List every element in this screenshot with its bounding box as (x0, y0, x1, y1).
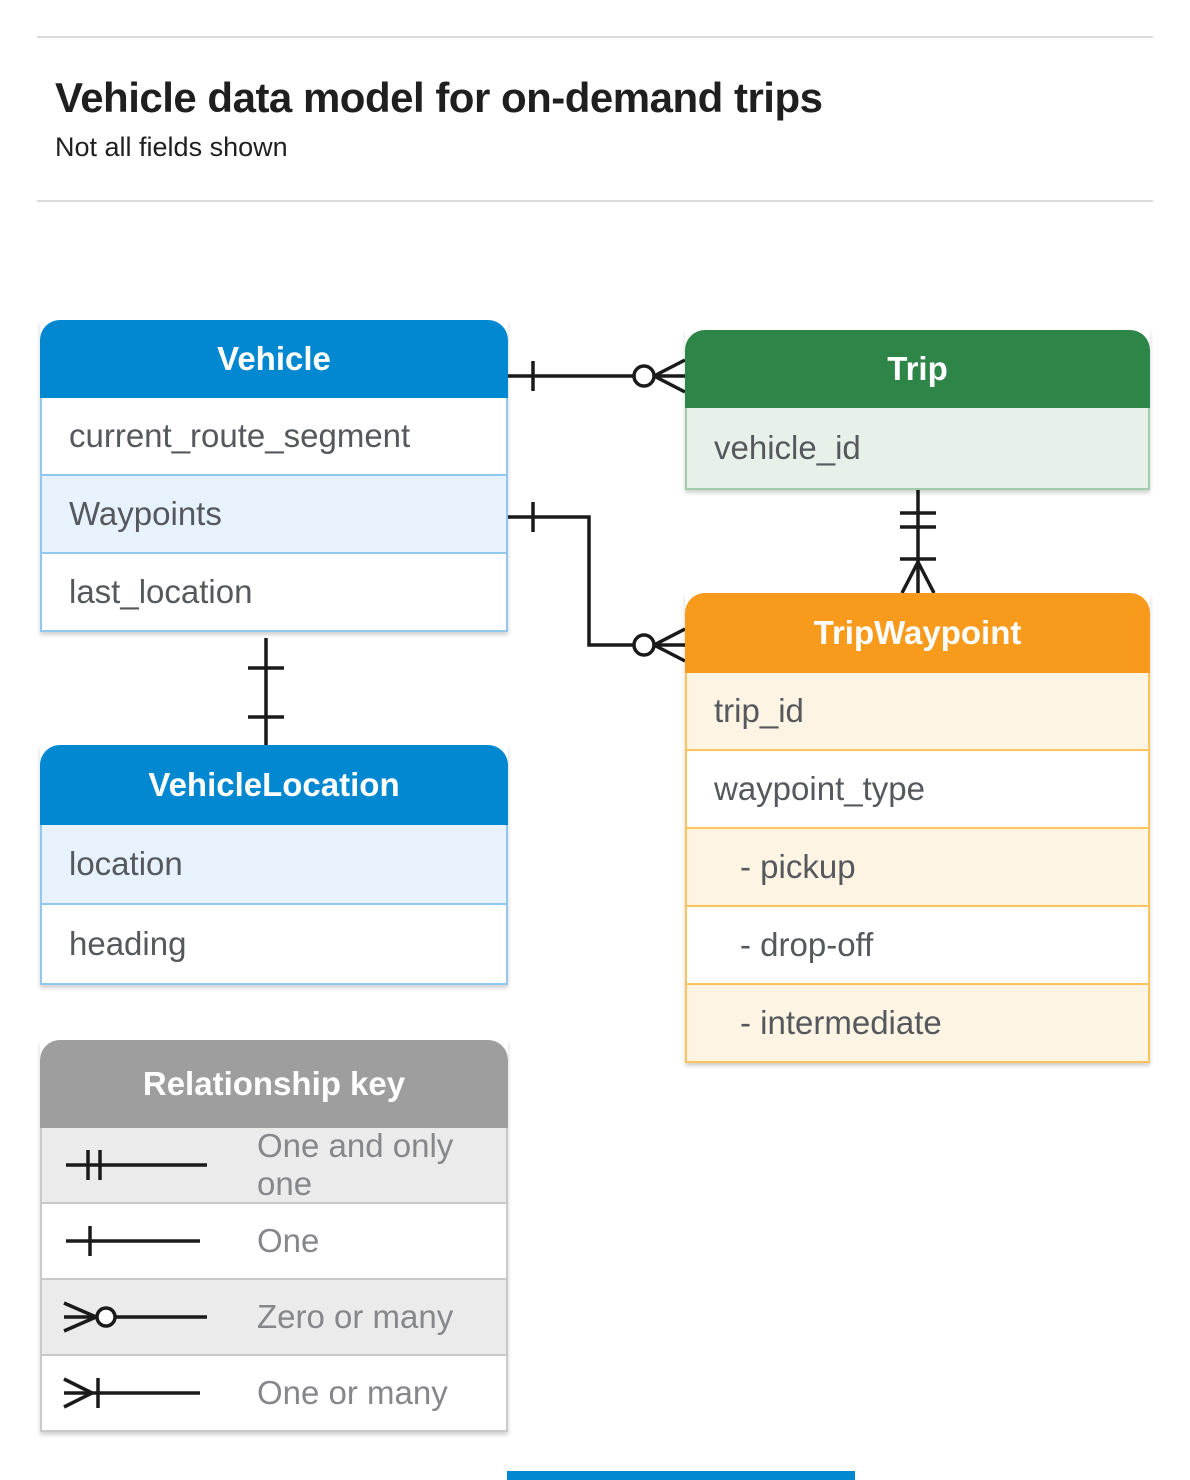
relationship-key-title: Relationship key (142, 1065, 406, 1102)
table-row: vehicle_id (685, 408, 1150, 490)
field-label: heading (69, 925, 187, 962)
field-label: location (69, 845, 183, 882)
partial-element-bottom (507, 1471, 855, 1480)
table-row: waypoint_type (685, 751, 1150, 829)
field-label: - pickup (740, 848, 856, 885)
field-label: waypoint_type (714, 770, 925, 807)
field-label: Waypoints (69, 495, 222, 532)
page-title: Vehicle data model for on-demand trips (55, 74, 823, 121)
vehicle-table: Vehicle current_route_segment Waypoints … (40, 320, 508, 632)
table-row: - intermediate (685, 985, 1150, 1063)
vehicle-table-title: Vehicle (217, 340, 331, 377)
one-or-many-icon (63, 1377, 200, 1409)
table-row: last_location (40, 554, 508, 632)
vehiclelocation-table-title: VehicleLocation (148, 766, 400, 803)
legend-row: One or many (40, 1356, 508, 1432)
tripwaypoint-table-title: TripWaypoint (813, 614, 1022, 651)
relationship-key-body: One and only one One Zero or many (40, 1127, 508, 1432)
table-row: heading (40, 905, 508, 985)
legend-row: Zero or many (40, 1280, 508, 1356)
one-icon (66, 1226, 200, 1256)
vehiclelocation-table-body: location heading (40, 825, 508, 985)
header-divider (37, 200, 1153, 202)
legend-row: One (40, 1204, 508, 1280)
legend-label: One and only one (257, 1127, 454, 1202)
table-row: - drop-off (685, 907, 1150, 985)
connector-trip-tripwaypoint (900, 490, 936, 594)
relationship-key-header: Relationship key (40, 1040, 508, 1128)
table-row: - pickup (685, 829, 1150, 907)
table-row: location (40, 825, 508, 905)
page-subtitle: Not all fields shown (55, 132, 288, 162)
field-label: current_route_segment (69, 417, 411, 454)
vehiclelocation-table-header: VehicleLocation (40, 745, 508, 825)
field-label: - intermediate (740, 1004, 942, 1041)
table-row: trip_id (685, 673, 1150, 751)
connector-waypoints-tripwaypoint (508, 502, 686, 663)
vehiclelocation-table: VehicleLocation location heading (40, 745, 508, 985)
relationship-key: Relationship key One and only one One (40, 1040, 508, 1432)
legend-label: Zero or many (257, 1298, 454, 1335)
zero-or-many-icon (63, 1301, 207, 1333)
field-label: trip_id (714, 692, 804, 729)
field-label: vehicle_id (714, 429, 861, 466)
trip-table-header: Trip (685, 330, 1150, 408)
one-and-only-one-icon (66, 1150, 207, 1180)
field-label: - drop-off (740, 926, 874, 963)
tripwaypoint-table: TripWaypoint trip_id waypoint_type - pic… (685, 593, 1150, 1063)
tripwaypoint-table-body: trip_id waypoint_type - pickup - drop-of… (685, 673, 1150, 1063)
vehicle-table-body: current_route_segment Waypoints last_loc… (40, 398, 508, 632)
top-divider (37, 36, 1153, 38)
trip-table-body: vehicle_id (685, 408, 1150, 490)
tripwaypoint-table-header: TripWaypoint (685, 593, 1150, 673)
connector-vehicle-trip (508, 358, 686, 394)
connector-vehicle-vehiclelocation (248, 638, 284, 745)
vehicle-table-header: Vehicle (40, 320, 508, 398)
table-row: current_route_segment (40, 398, 508, 476)
legend-label: One (257, 1222, 320, 1259)
table-row: Waypoints (40, 476, 508, 554)
legend-label: One or many (257, 1374, 448, 1411)
trip-table: Trip vehicle_id (685, 330, 1150, 490)
trip-table-title: Trip (887, 350, 948, 387)
legend-row: One and only one (40, 1127, 508, 1204)
field-label: last_location (69, 573, 253, 610)
